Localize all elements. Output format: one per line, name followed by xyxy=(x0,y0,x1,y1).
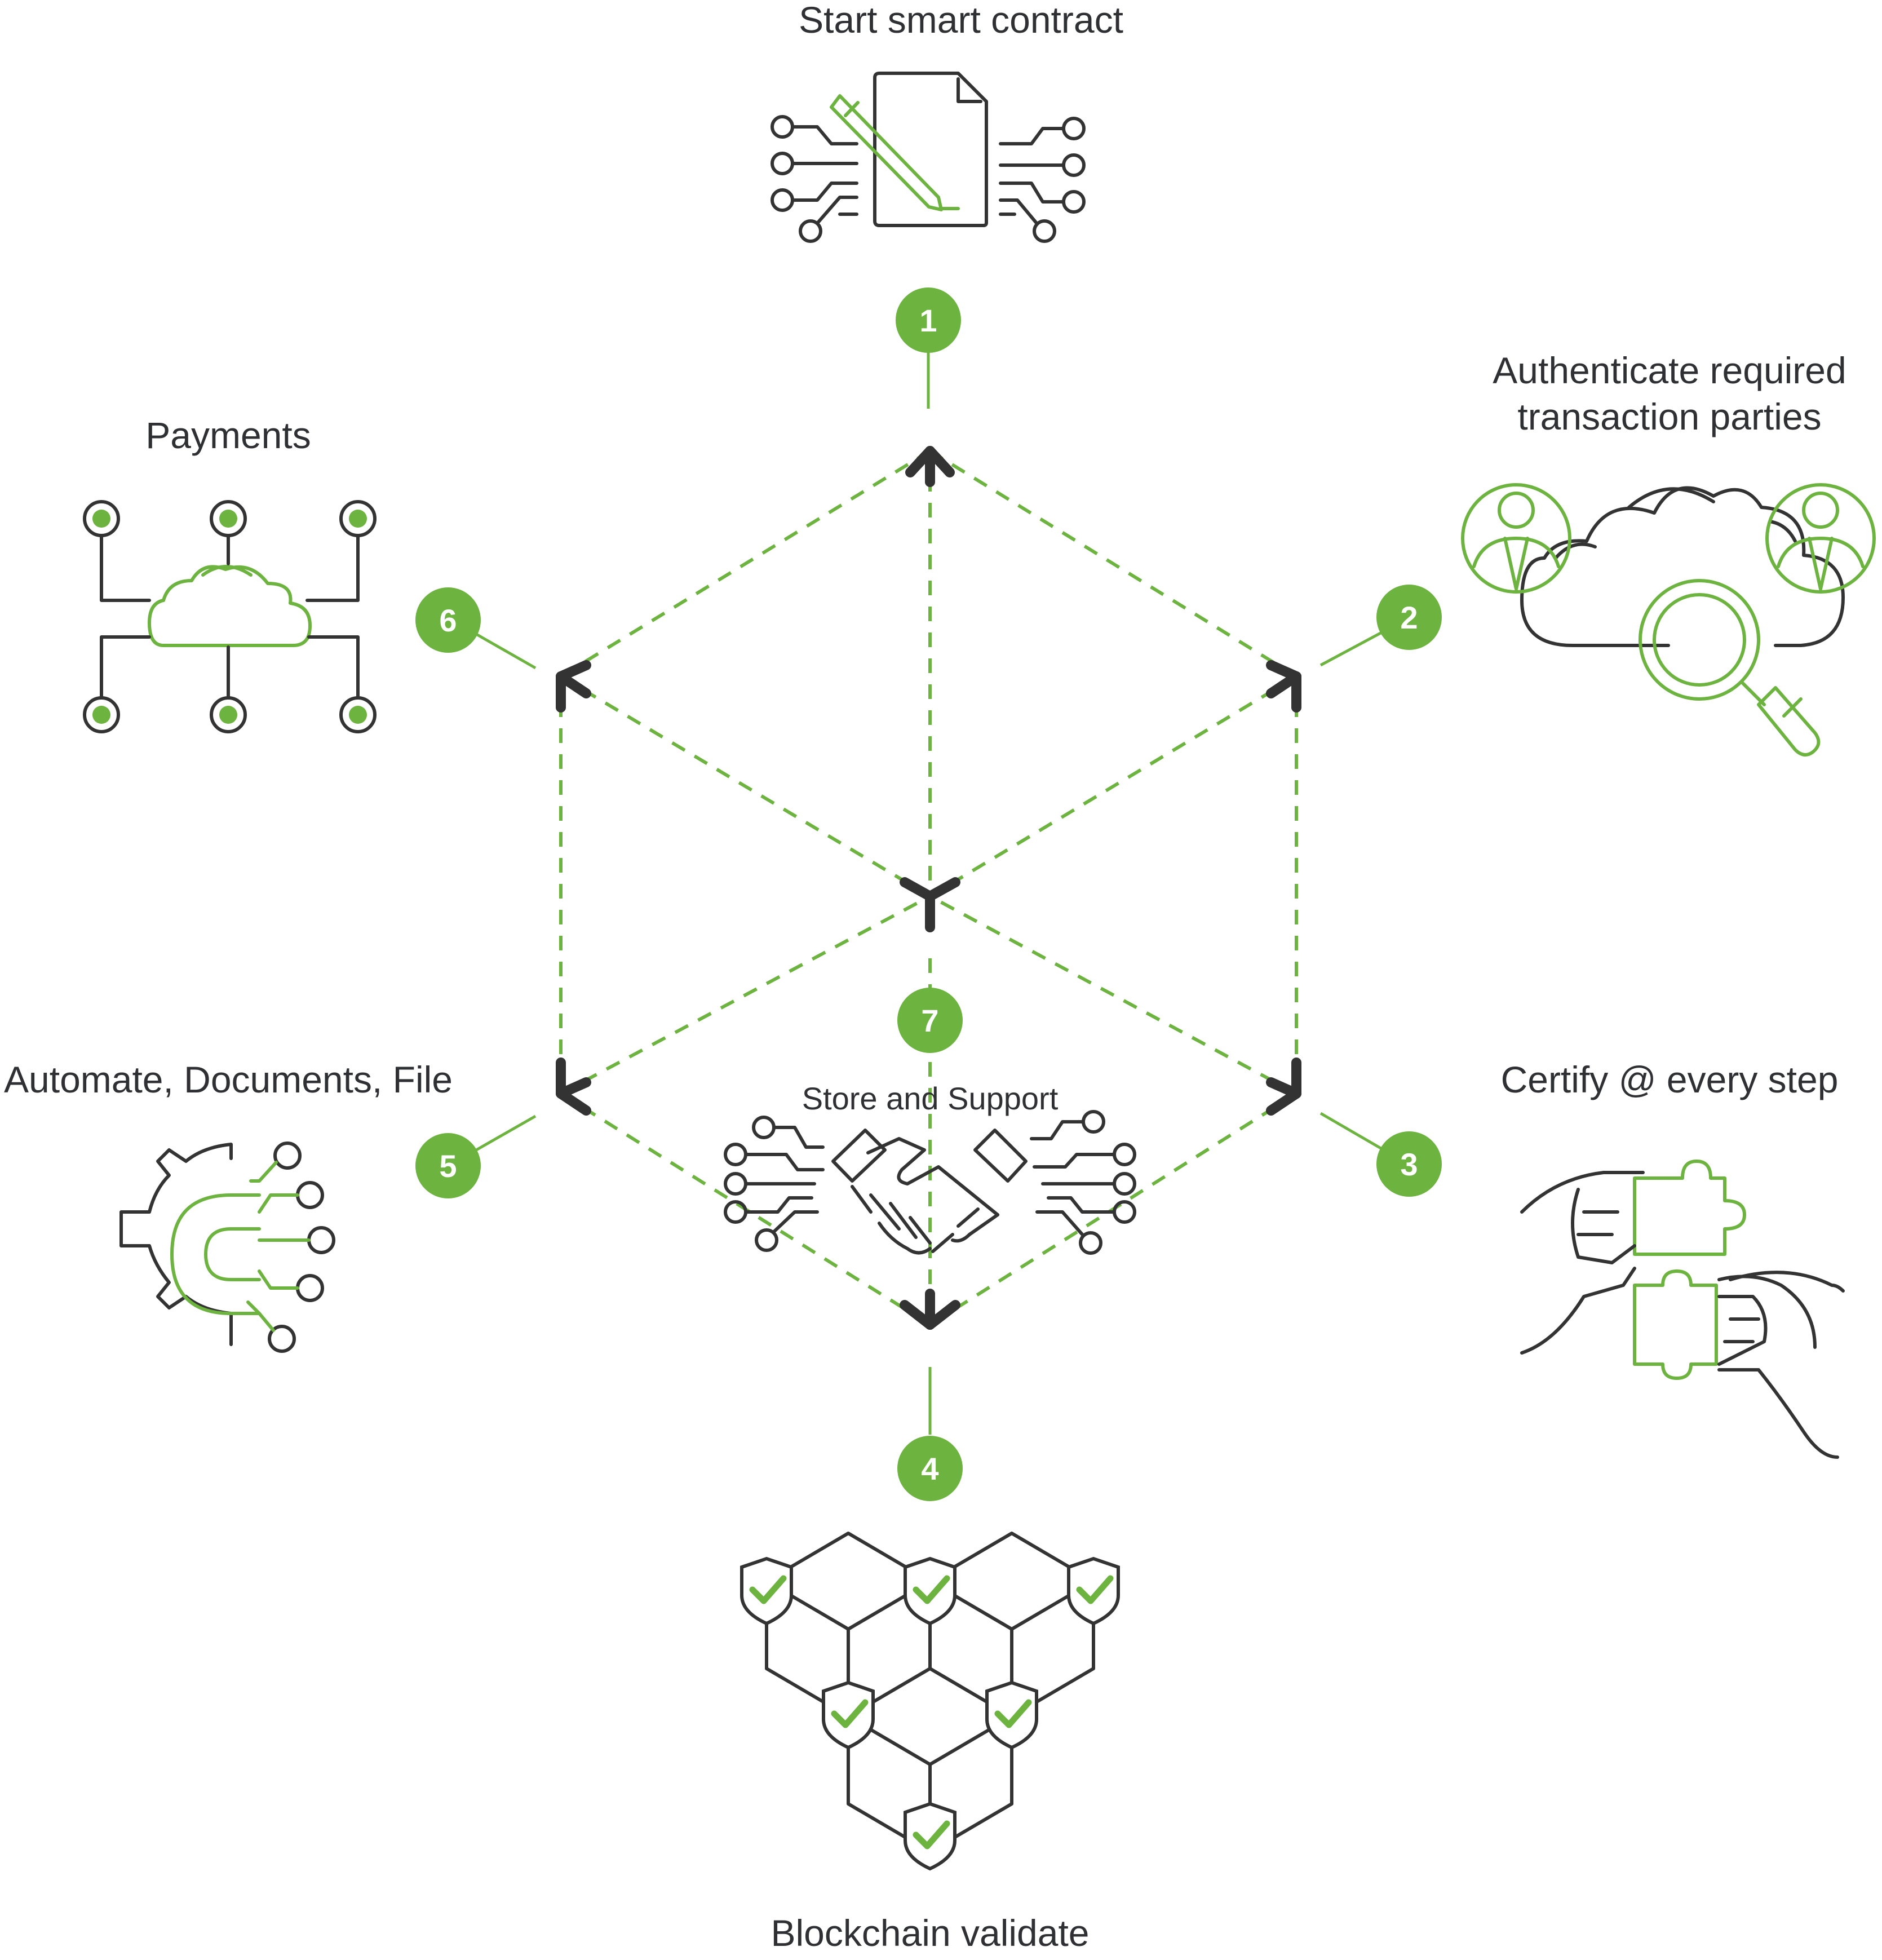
svg-text:1: 1 xyxy=(919,303,937,338)
badge-connectors xyxy=(475,352,1385,1435)
svg-text:2: 2 xyxy=(1400,600,1418,635)
cloud-search-icon xyxy=(1461,483,1876,756)
step-badge-4: 4 xyxy=(897,1436,963,1501)
svg-text:5: 5 xyxy=(439,1148,457,1184)
handshake-icon xyxy=(724,1110,1136,1255)
step-badge-1: 1 xyxy=(896,287,961,353)
shield-check-icon xyxy=(904,1802,957,1871)
label-step-5: Automate, Documents, File xyxy=(4,1059,453,1100)
shield-check-icon xyxy=(985,1680,1038,1750)
shield-check-icon xyxy=(904,1556,957,1626)
shield-check-icon xyxy=(740,1556,793,1626)
svg-text:4: 4 xyxy=(921,1451,938,1486)
label-step-1: Start smart contract xyxy=(799,0,1123,41)
label-step-6: Payments xyxy=(145,414,311,456)
shield-check-icon xyxy=(1067,1556,1120,1626)
shield-check-icon xyxy=(822,1680,875,1750)
svg-text:6: 6 xyxy=(439,603,457,638)
cloud-payments-icon xyxy=(83,500,377,733)
blockchain-network-icon xyxy=(740,1532,1120,1871)
label-step-2-line1: Authenticate required xyxy=(1493,349,1846,391)
label-step-2-line2: transaction parties xyxy=(1517,396,1821,437)
svg-text:3: 3 xyxy=(1400,1147,1418,1182)
label-step-3: Certify @ every step xyxy=(1501,1059,1839,1100)
gear-automation-icon xyxy=(119,1142,335,1353)
step-badge-6: 6 xyxy=(415,587,481,653)
step-badge-7: 7 xyxy=(897,988,963,1053)
label-step-4: Blockchain validate xyxy=(771,1912,1090,1954)
step-badge-3: 3 xyxy=(1376,1131,1442,1197)
step-badge-2: 2 xyxy=(1376,585,1442,650)
step-badge-5: 5 xyxy=(415,1133,481,1198)
svg-text:7: 7 xyxy=(921,1003,938,1038)
label-step-7: Store and Support xyxy=(802,1081,1059,1116)
puzzle-hands-icon xyxy=(1520,1160,1845,1459)
contract-document-icon xyxy=(770,72,1086,243)
cube-arrows xyxy=(556,446,1301,1330)
cube-wireframe xyxy=(559,449,1298,1326)
